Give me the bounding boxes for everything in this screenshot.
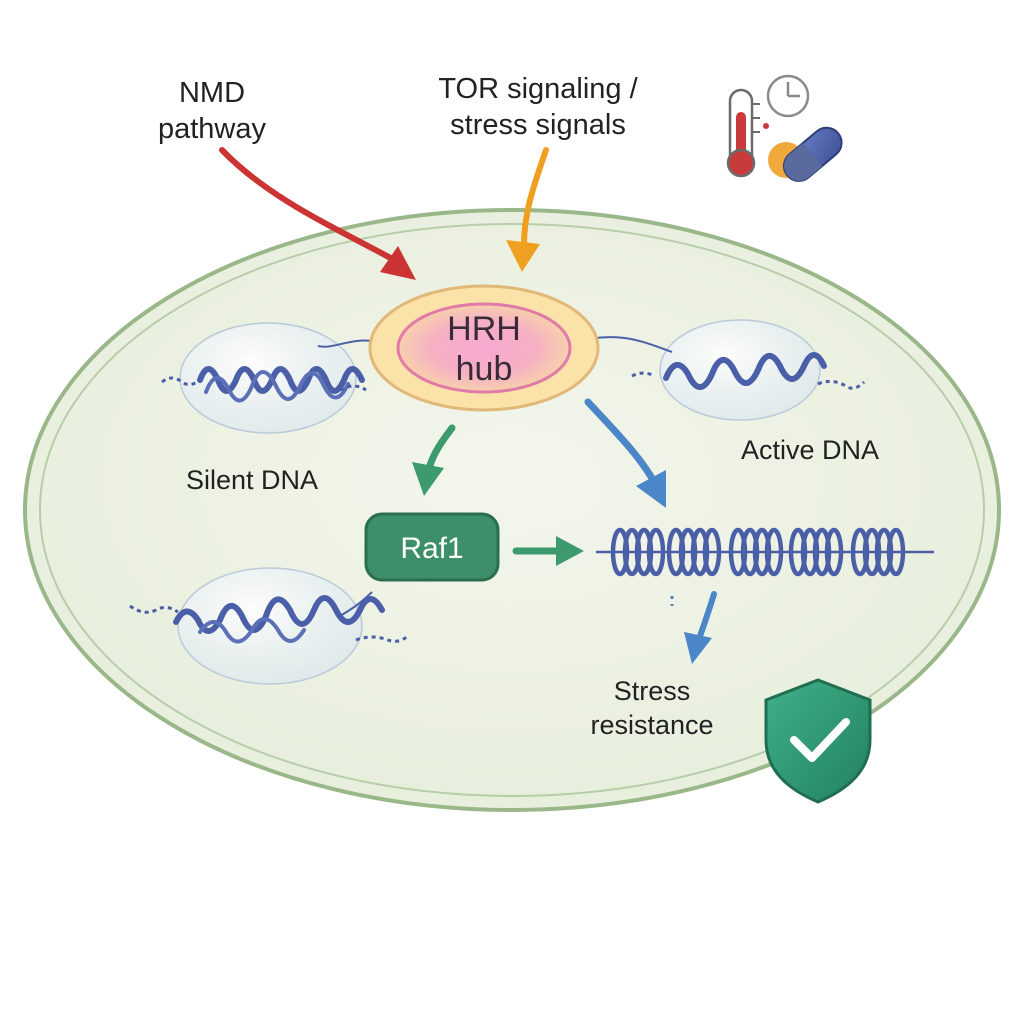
raf1-box: Raf1	[364, 512, 500, 582]
svg-text:pathway: pathway	[158, 113, 267, 145]
hub-to-active-arrow	[584, 398, 666, 508]
capsule-icon	[768, 126, 843, 182]
nmd-pathway-label: NMD pathway	[158, 77, 267, 145]
active-to-resistance-arrow	[670, 591, 717, 664]
hub-label-line2: hub	[456, 350, 513, 388]
active-chromatin-fiber	[596, 527, 934, 577]
svg-text:resistance: resistance	[590, 710, 713, 740]
hrh-hub: HRH hub	[368, 284, 600, 412]
svg-text:TOR signaling /: TOR signaling /	[438, 73, 638, 105]
stress-resistance-label: Stress resistance	[590, 676, 713, 740]
thermometer-icon	[726, 88, 760, 178]
raf1-label: Raf1	[400, 532, 463, 565]
tor-arrow	[506, 147, 549, 272]
svg-text:Stress: Stress	[614, 676, 691, 706]
clock-icon	[763, 74, 810, 129]
hub-label-line1: HRH	[447, 310, 521, 348]
silent-dna-blob-top	[161, 322, 367, 434]
raf1-to-active-arrow	[512, 536, 584, 566]
shield-check-icon	[764, 678, 872, 804]
active-dna-label: Active DNA	[741, 435, 879, 465]
svg-text:NMD: NMD	[179, 77, 245, 109]
silent-dna-label: Silent DNA	[186, 465, 318, 495]
tor-signaling-label: TOR signaling / stress signals	[438, 73, 638, 141]
active-dna-blob	[631, 319, 866, 421]
hub-to-raf1-arrow	[412, 424, 456, 496]
svg-text:stress signals: stress signals	[450, 109, 626, 141]
silent-dna-blob-bottom	[129, 567, 409, 685]
nmd-arrow	[219, 147, 416, 280]
